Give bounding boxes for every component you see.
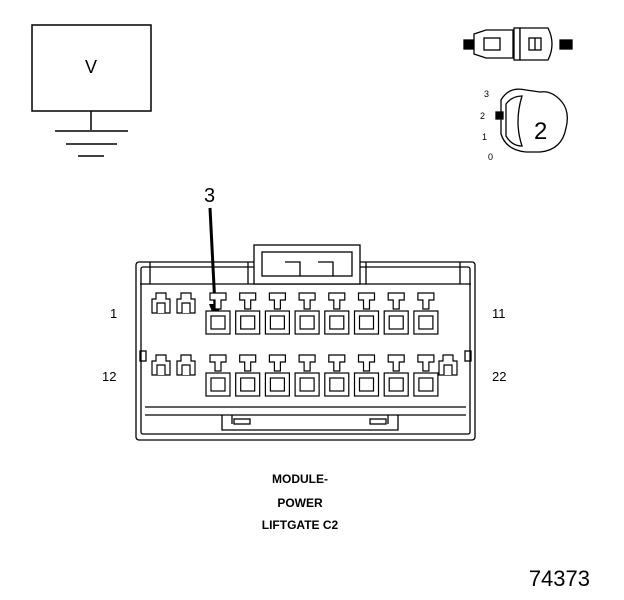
voltmeter-symbol xyxy=(31,24,152,157)
switch-callout-number: 2 xyxy=(534,118,547,145)
connector-c2 xyxy=(135,244,476,441)
terminal-cavity xyxy=(383,292,409,335)
terminal-cavity xyxy=(413,354,439,397)
terminal-cavity xyxy=(413,292,439,335)
connector-cavities xyxy=(151,292,458,397)
switch-position-3: 3 xyxy=(484,89,489,99)
test-probe-icon xyxy=(463,27,573,61)
figure-number: 74373 xyxy=(528,566,590,591)
latch-cavity xyxy=(176,354,196,376)
pin-label-22: 22 xyxy=(492,369,506,384)
terminal-cavity xyxy=(294,354,320,397)
terminal-cavity xyxy=(324,354,350,397)
latch-cavity xyxy=(176,292,196,314)
rotary-switch-icon xyxy=(495,88,568,153)
terminal-cavity xyxy=(264,292,290,335)
voltmeter-label: V xyxy=(85,57,97,77)
terminal-cavity xyxy=(264,354,290,397)
latch-cavity xyxy=(151,292,171,314)
latch-cavity xyxy=(151,354,171,376)
terminal-cavity xyxy=(235,354,261,397)
pin-label-11: 11 xyxy=(492,306,506,321)
caption-line-3: LIFTGATE C2 xyxy=(261,518,339,532)
caption-line-1: MODULE- xyxy=(272,472,328,486)
pin-callout-number: 3 xyxy=(204,185,215,207)
switch-position-2: 2 xyxy=(480,111,485,121)
terminal-cavity xyxy=(353,292,380,335)
switch-position-1: 1 xyxy=(482,132,487,142)
terminal-cavity xyxy=(235,292,261,335)
terminal-cavity xyxy=(294,292,320,335)
terminal-cavity xyxy=(205,292,231,335)
caption-line-2: POWER xyxy=(277,496,323,510)
pin-label-1: 1 xyxy=(110,306,117,321)
pin-label-12: 12 xyxy=(102,369,116,384)
terminal-cavity xyxy=(205,354,231,397)
terminal-cavity xyxy=(383,354,409,397)
switch-position-0: 0 xyxy=(488,152,493,162)
terminal-cavity xyxy=(324,292,350,335)
latch-cavity xyxy=(438,354,458,376)
terminal-cavity xyxy=(353,354,380,397)
